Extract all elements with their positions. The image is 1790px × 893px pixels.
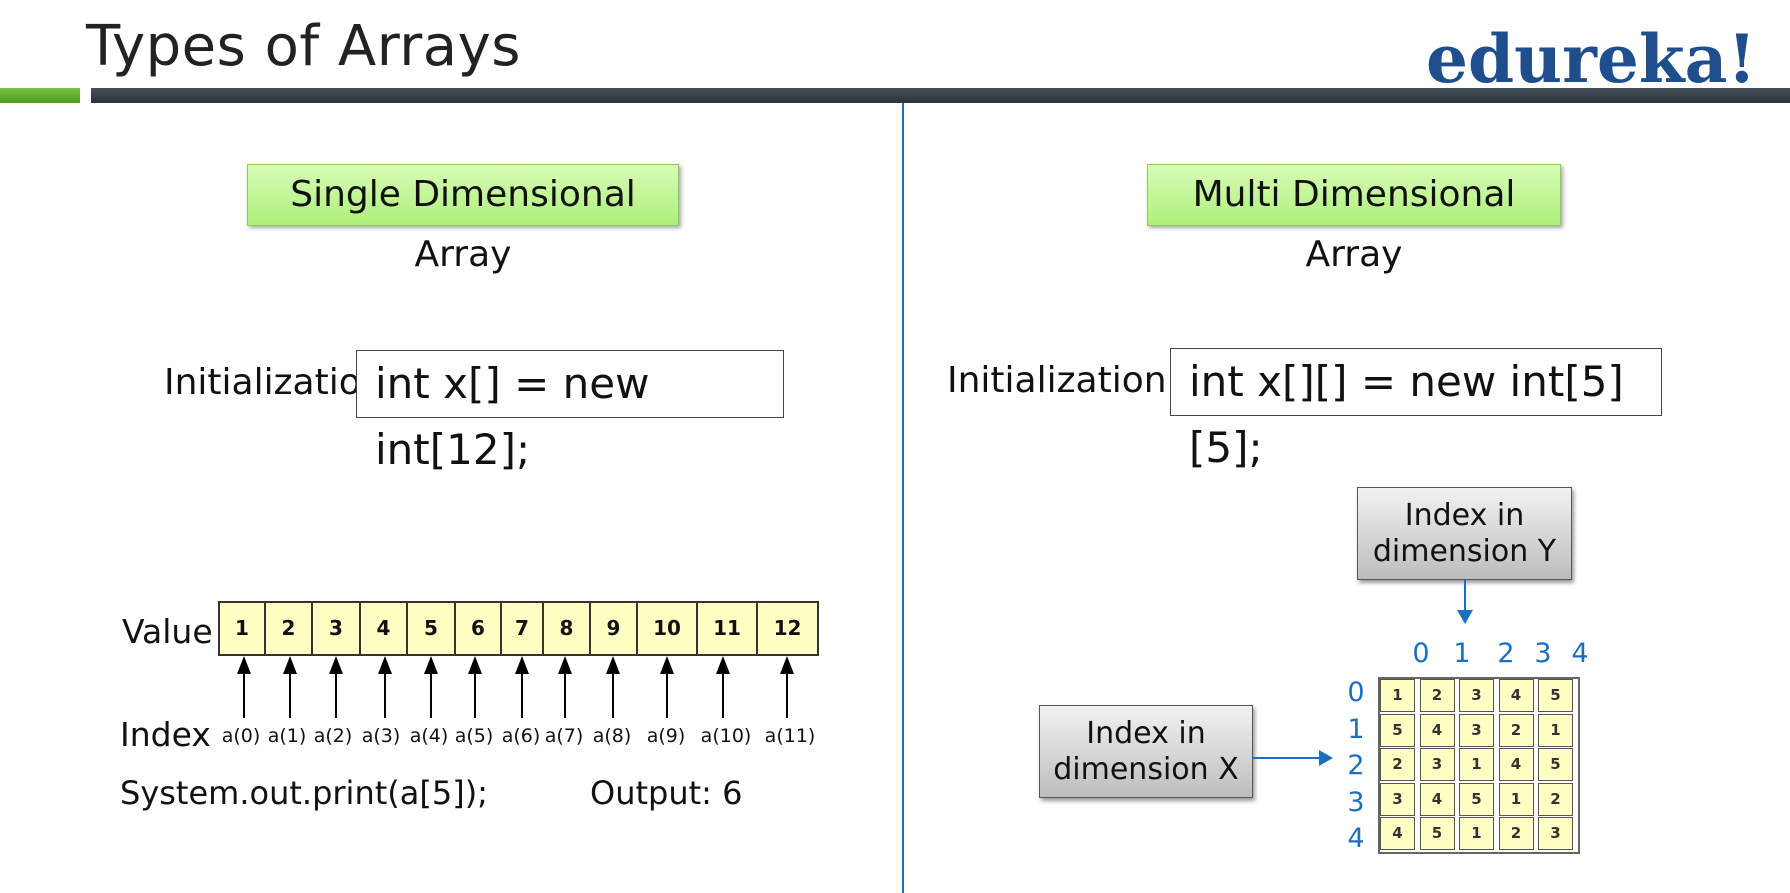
value-label: Value	[122, 612, 213, 651]
grid-cell: 4	[1419, 782, 1455, 816]
grid-cell: 4	[1380, 817, 1415, 850]
grid-cell: 2	[1419, 679, 1455, 712]
grid-cell: 5	[1538, 679, 1573, 712]
array-index-label: a(5)	[454, 725, 494, 747]
index-arrow	[558, 656, 572, 718]
dimension-x-arrow	[1253, 750, 1333, 766]
index-arrow	[780, 656, 794, 718]
array-index-label: a(11)	[764, 725, 816, 747]
array-index-label: a(0)	[221, 725, 261, 747]
header-accent-bar	[0, 88, 80, 103]
array-value-cell: 8	[542, 601, 591, 656]
multi-array-grid-border	[1378, 677, 1580, 854]
grid-cell: 1	[1459, 748, 1494, 781]
index-arrow	[378, 656, 392, 718]
grid-cell: 5	[1419, 817, 1455, 850]
row-index-label: 1	[1347, 713, 1365, 745]
index-arrow	[606, 656, 620, 718]
grid-cell: 2	[1380, 748, 1415, 781]
grid-cell: 1	[1380, 679, 1415, 712]
grid-cell: 5	[1459, 782, 1494, 816]
column-divider	[902, 103, 904, 893]
single-init-code: int x[] = new int[12];	[356, 350, 784, 474]
column-index-label: 1	[1453, 638, 1471, 669]
edureka-logo: edureka!	[1426, 20, 1757, 98]
grid-cell: 2	[1498, 713, 1534, 747]
single-array-heading: Single Dimensional Array	[247, 164, 679, 275]
dimension-y-box: Index in dimension Y	[1357, 487, 1572, 580]
array-index-label: a(3)	[361, 725, 401, 747]
column-index-label: 4	[1571, 638, 1589, 669]
array-value-cell: 7	[500, 601, 544, 656]
index-arrow	[660, 656, 674, 718]
index-label: Index	[120, 715, 211, 754]
grid-cell: 3	[1538, 817, 1573, 850]
array-index-label: a(9)	[646, 725, 686, 747]
array-index-label: a(6)	[501, 725, 541, 747]
grid-cell: 1	[1459, 817, 1494, 850]
row-index-label: 4	[1347, 823, 1365, 854]
column-index-label: 2	[1497, 638, 1515, 669]
array-value-cell: 9	[589, 601, 638, 656]
grid-cell: 4	[1498, 679, 1534, 712]
array-value-cell: 12	[756, 601, 819, 656]
dimension-y-line1: Index in	[1404, 498, 1525, 533]
array-index-label: a(4)	[409, 725, 449, 747]
grid-cell: 1	[1538, 713, 1573, 747]
index-arrow	[424, 656, 438, 718]
array-value-cell: 3	[311, 601, 361, 656]
array-value-cell: 11	[696, 601, 758, 656]
grid-cell: 1	[1498, 782, 1534, 816]
array-value-cell: 6	[454, 601, 502, 656]
column-index-label: 0	[1412, 638, 1430, 669]
multi-init-code: int x[][] = new int[5][5];	[1170, 348, 1662, 472]
dimension-x-box: Index in dimension X	[1039, 705, 1253, 798]
array-index-label: a(8)	[592, 725, 632, 747]
column-index-label: 3	[1534, 638, 1552, 669]
index-arrow	[283, 656, 297, 718]
grid-cell: 4	[1498, 748, 1534, 781]
row-index-label: 3	[1347, 786, 1365, 818]
row-index-label: 0	[1347, 677, 1365, 708]
array-value-cell: 10	[636, 601, 698, 656]
array-index-label: a(1)	[267, 725, 307, 747]
grid-cell: 3	[1459, 713, 1494, 747]
grid-cell: 5	[1380, 713, 1415, 747]
array-value-cell: 5	[406, 601, 456, 656]
multi-array-heading: Multi Dimensional Array	[1147, 164, 1561, 275]
slide-title: Types of Arrays	[86, 14, 521, 79]
dimension-y-arrow	[1457, 580, 1473, 624]
grid-cell: 3	[1419, 748, 1455, 781]
multi-init-label: Initialization:	[947, 360, 1179, 401]
array-value-cell: 2	[264, 601, 313, 656]
dimension-y-line2: dimension Y	[1372, 534, 1557, 569]
index-arrow	[716, 656, 730, 718]
index-arrow	[468, 656, 482, 718]
grid-cell: 3	[1459, 679, 1494, 712]
index-arrow	[237, 656, 251, 718]
grid-cell: 2	[1538, 782, 1573, 816]
dimension-x-line2: dimension X	[1053, 752, 1239, 787]
grid-cell: 4	[1419, 713, 1455, 747]
index-arrow	[329, 656, 343, 718]
print-output: Output: 6	[590, 774, 743, 812]
array-index-label: a(7)	[544, 725, 584, 747]
index-arrow	[515, 656, 529, 718]
array-value-cell: 4	[359, 601, 408, 656]
dimension-x-line1: Index in	[1086, 716, 1206, 751]
array-value-cell: 1	[218, 601, 266, 656]
grid-cell: 2	[1498, 817, 1534, 850]
print-statement: System.out.print(a[5]);	[120, 774, 488, 812]
grid-cell: 5	[1538, 748, 1573, 781]
row-index-label: 2	[1347, 750, 1365, 781]
array-index-label: a(10)	[700, 725, 752, 747]
array-index-label: a(2)	[313, 725, 353, 747]
header-rule-bar	[91, 88, 1790, 103]
grid-cell: 3	[1380, 782, 1415, 816]
